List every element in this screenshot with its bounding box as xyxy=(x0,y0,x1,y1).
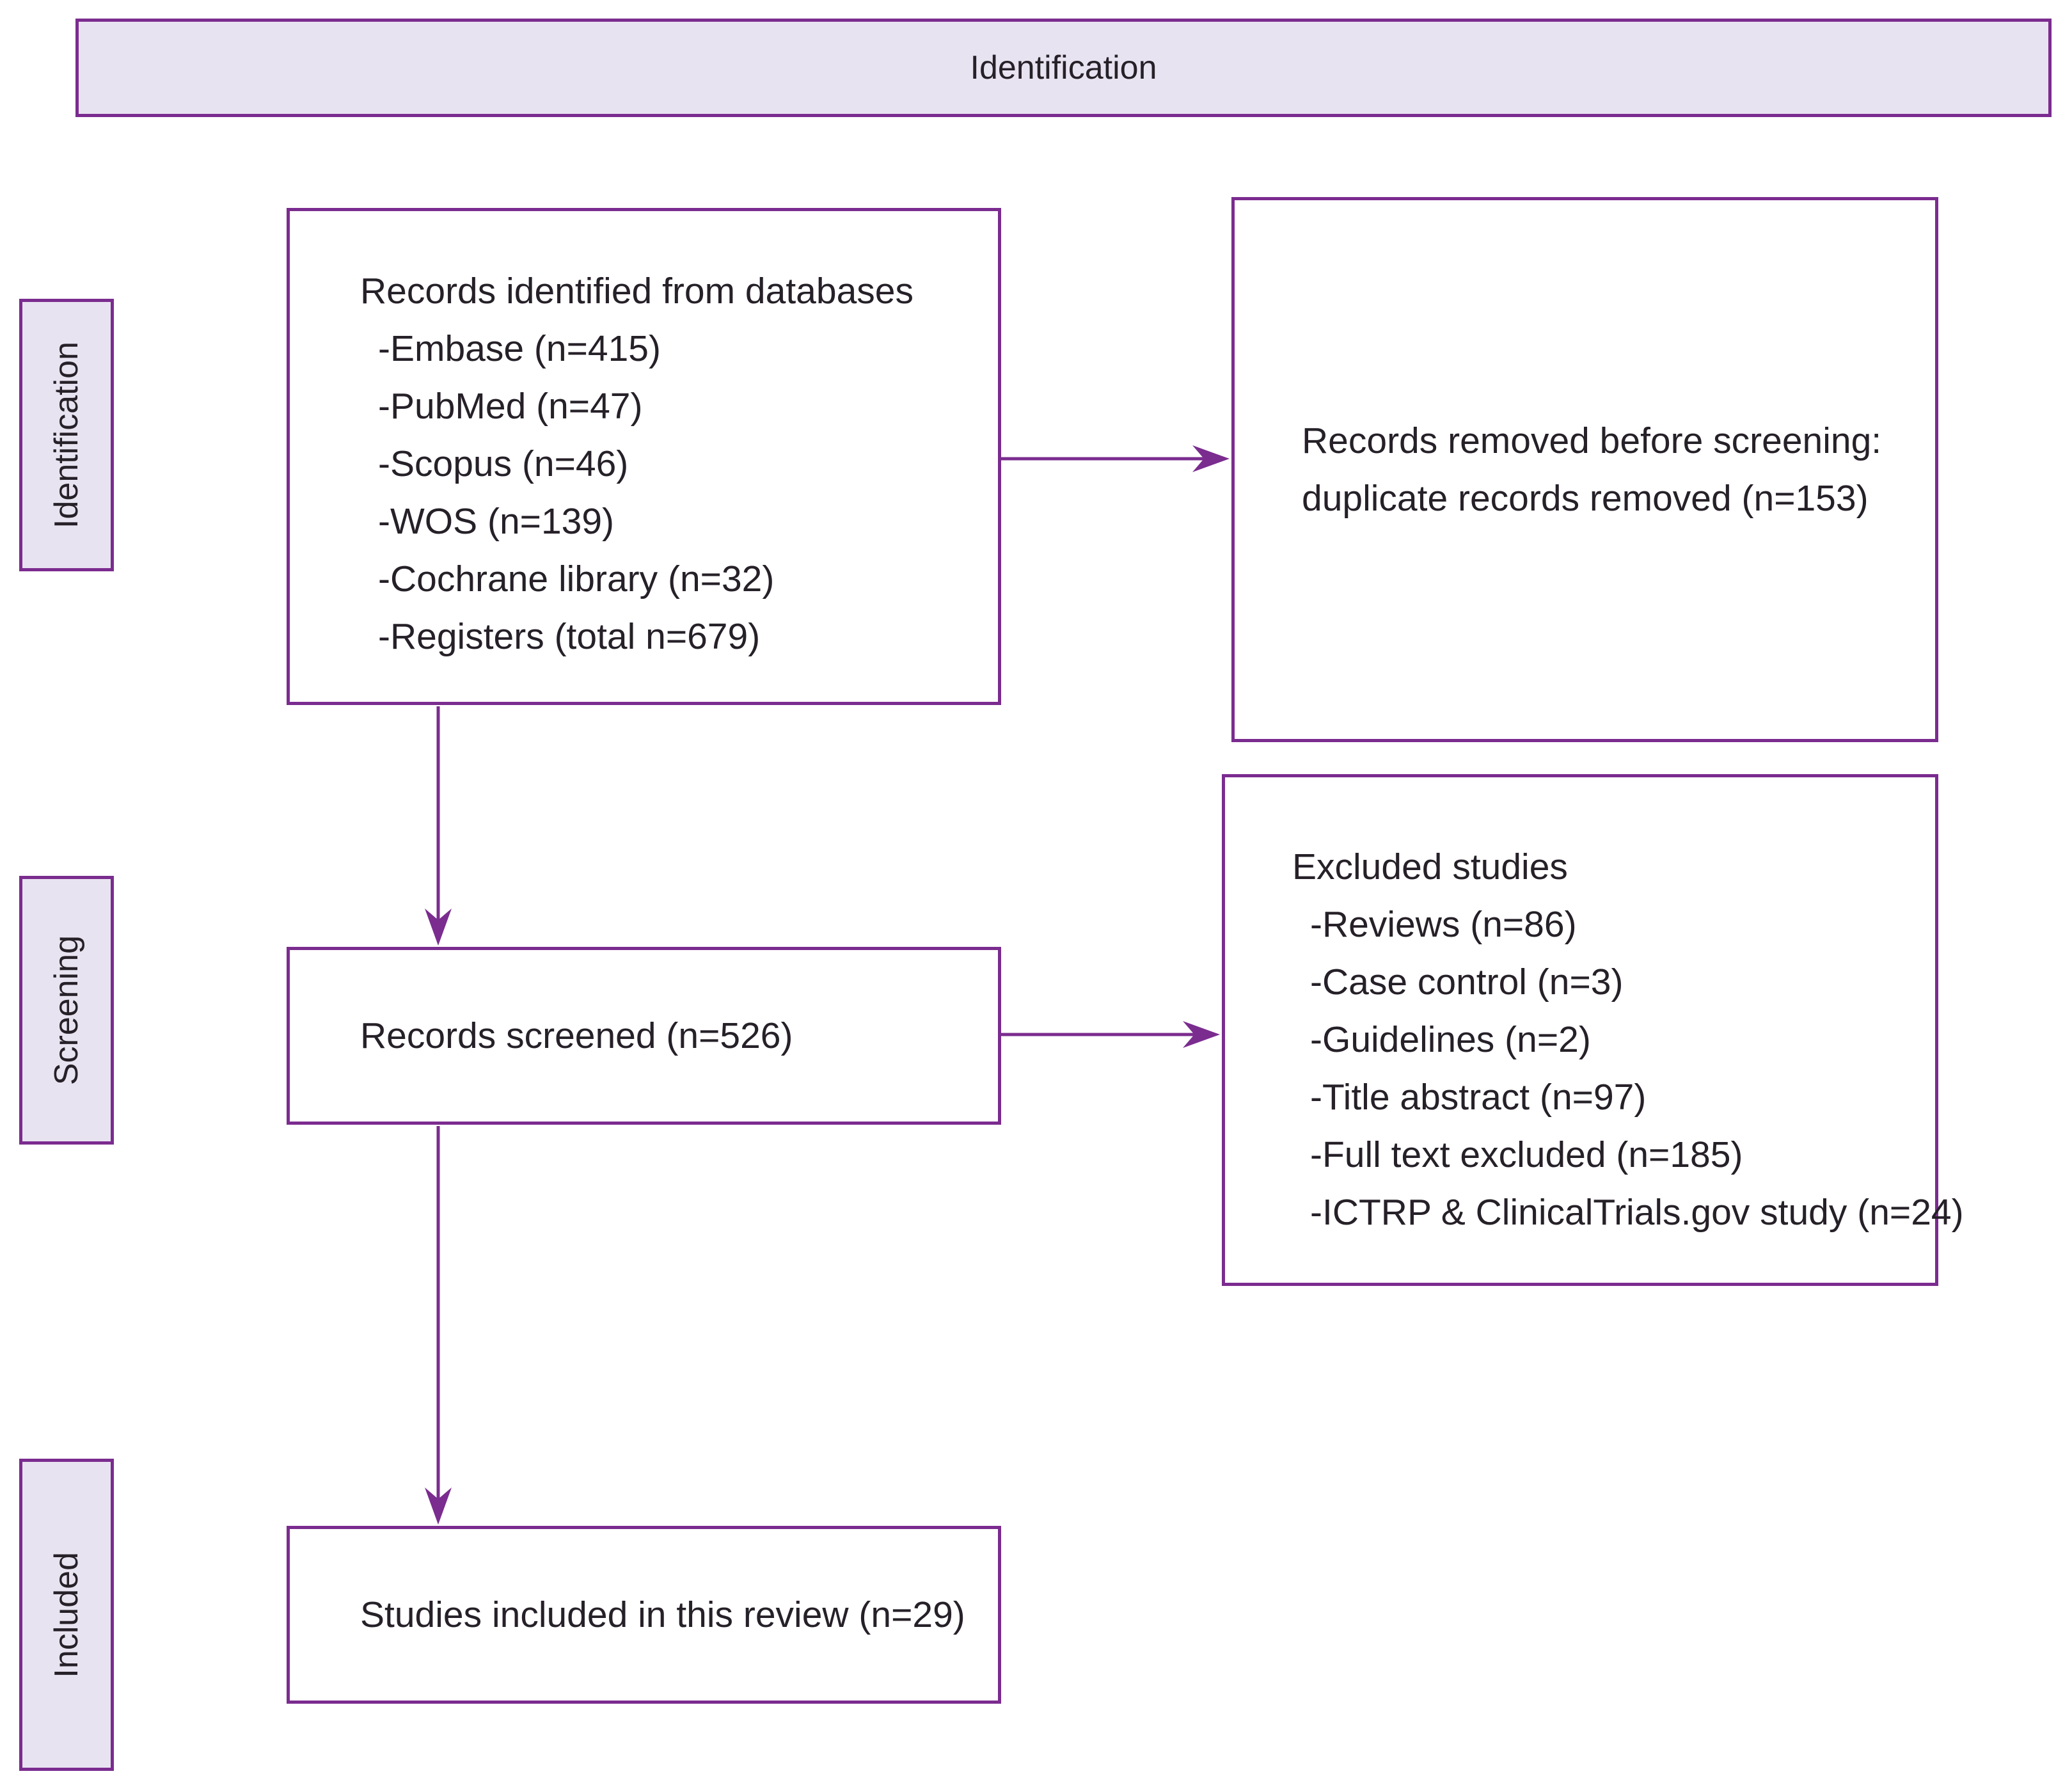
excluded-item-full-text: -Full text excluded (n=185) xyxy=(1310,1134,1743,1175)
excluded-item-reviews: -Reviews (n=86) xyxy=(1310,904,1577,945)
stage-label-included: Included xyxy=(19,1459,114,1771)
arrow-identified-to-removed xyxy=(1001,445,1230,472)
stage-label-identification-text: Identification xyxy=(48,342,85,528)
excluded-item-guidelines: -Guidelines (n=2) xyxy=(1310,1019,1591,1060)
arrow-screened-to-excluded xyxy=(1001,1021,1220,1048)
stage-label-included-text: Included xyxy=(48,1551,85,1678)
excluded-item-title-abstract: -Title abstract (n=97) xyxy=(1310,1077,1647,1118)
records-identified-item-registers: -Registers (total n=679) xyxy=(378,616,761,657)
excluded-studies-title: Excluded studies xyxy=(1292,846,1568,887)
records-identified-title: Records identified from databases xyxy=(360,271,913,312)
box-studies-included: Studies included in this review (n=29) xyxy=(287,1526,1001,1704)
records-removed-line2: duplicate records removed (n=153) xyxy=(1302,478,1869,519)
box-records-removed: Records removed before screening: duplic… xyxy=(1231,197,1938,742)
records-identified-item-embase: -Embase (n=415) xyxy=(378,328,661,369)
box-records-screened: Records screened (n=526) xyxy=(287,947,1001,1125)
records-removed-line1: Records removed before screening: xyxy=(1302,420,1882,461)
stage-label-identification: Identification xyxy=(19,299,114,571)
studies-included-label: Studies included in this review (n=29) xyxy=(360,1594,965,1635)
banner-identification: Identification xyxy=(75,19,2052,117)
records-identified-item-scopus: -Scopus (n=46) xyxy=(378,443,629,484)
records-screened-label: Records screened (n=526) xyxy=(360,1015,793,1056)
stage-label-screening-text: Screening xyxy=(48,935,85,1086)
excluded-item-case-control: -Case control (n=3) xyxy=(1310,962,1624,1003)
stage-label-screening: Screening xyxy=(19,876,114,1145)
records-identified-item-cochrane: -Cochrane library (n=32) xyxy=(378,559,775,599)
box-records-identified: Records identified from databases -Embas… xyxy=(287,208,1001,705)
arrow-identified-to-screened xyxy=(425,706,452,946)
box-excluded-studies: Excluded studies -Reviews (n=86) -Case c… xyxy=(1222,774,1964,1286)
arrow-screened-to-included xyxy=(425,1126,452,1525)
records-identified-item-wos: -WOS (n=139) xyxy=(378,501,615,542)
banner-label: Identification xyxy=(970,49,1157,86)
excluded-item-ictrp: -ICTRP & ClinicalTrials.gov study (n=24) xyxy=(1310,1192,1964,1233)
records-identified-item-pubmed: -PubMed (n=47) xyxy=(378,386,643,427)
